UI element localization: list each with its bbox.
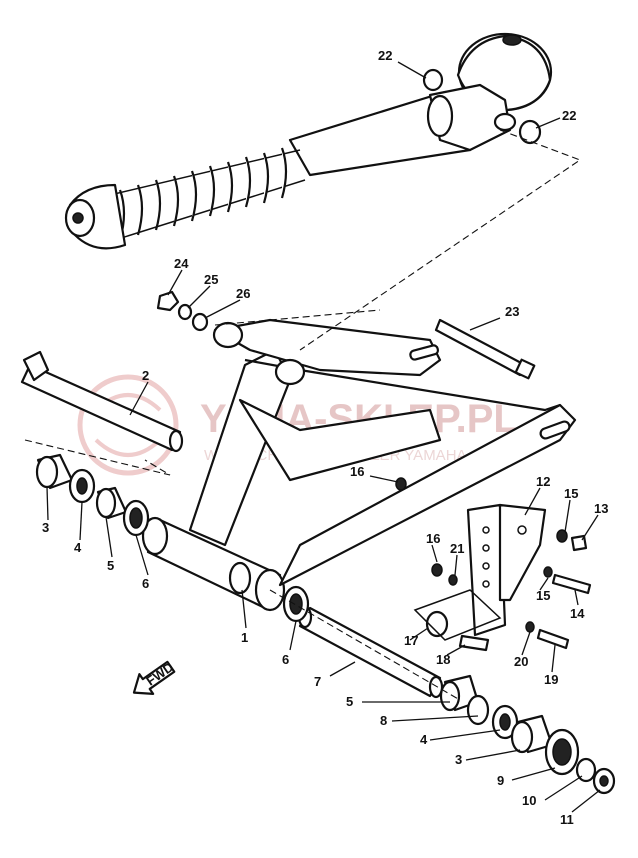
callout-15-mid: 15 [536, 588, 550, 603]
callout-5-right: 5 [346, 694, 353, 709]
shock-spring [109, 147, 306, 241]
pivot-bolt [20, 350, 184, 453]
callout-5-left: 5 [107, 558, 114, 573]
callout-18: 18 [436, 652, 450, 667]
callout-3-right: 3 [455, 752, 462, 767]
rear-shock-absorber [64, 32, 553, 250]
callout-9: 9 [497, 773, 504, 788]
leader-lines [46, 61, 601, 813]
callout-22-right: 22 [562, 108, 576, 123]
fwd-label: FWD [143, 659, 176, 688]
callout-10: 10 [522, 793, 536, 808]
callout-13: 13 [594, 501, 608, 516]
left-bearings [35, 453, 310, 623]
callout-2: 2 [142, 368, 149, 383]
callout-12: 12 [536, 474, 550, 489]
watermark-logo [77, 374, 179, 476]
callout-19: 19 [544, 672, 558, 687]
callout-11: 11 [560, 812, 574, 827]
callout-16-top: 16 [350, 464, 364, 479]
callout-1: 1 [241, 630, 248, 645]
shock-fasteners [156, 68, 542, 332]
right-bearings [439, 674, 616, 795]
callout-labels: 22 22 24 25 26 23 2 16 12 15 13 16 21 15… [42, 48, 608, 827]
bracket-assembly [395, 477, 592, 652]
callout-7: 7 [314, 674, 321, 689]
callout-20: 20 [514, 654, 528, 669]
callout-21: 21 [450, 541, 464, 556]
callout-16-mid: 16 [426, 531, 440, 546]
forward-direction-marker: FWD [132, 659, 176, 695]
callout-25: 25 [204, 272, 218, 287]
callout-26: 26 [236, 286, 250, 301]
callout-22-top: 22 [378, 48, 392, 63]
callout-15-top: 15 [564, 486, 578, 501]
callout-24: 24 [174, 256, 189, 271]
callout-3-left: 3 [42, 520, 49, 535]
callout-23: 23 [505, 304, 519, 319]
callout-4-right: 4 [420, 732, 428, 747]
callout-14: 14 [570, 606, 585, 621]
callout-17: 17 [404, 633, 418, 648]
swing-arm [141, 318, 577, 612]
shock-mount-bolt [434, 318, 536, 380]
callout-6-left: 6 [142, 576, 149, 591]
assembly-lines [24, 129, 582, 701]
callout-6-right: 6 [282, 652, 289, 667]
callout-8: 8 [380, 713, 387, 728]
callout-4-left: 4 [74, 540, 82, 555]
